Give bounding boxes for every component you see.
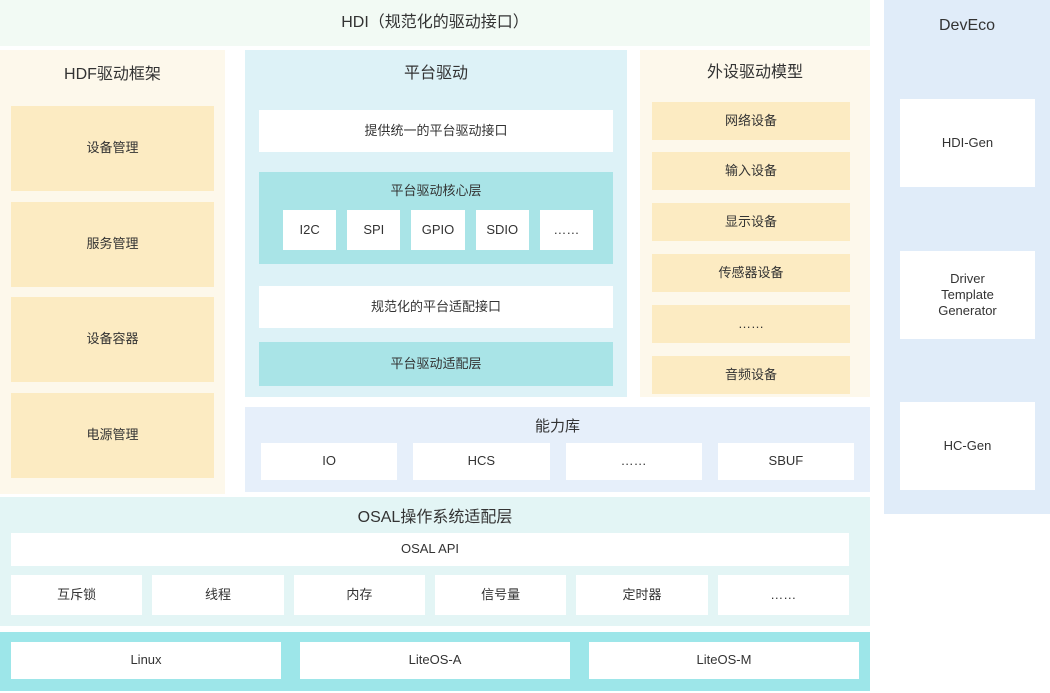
- capability-library-row: IO HCS …… SBUF: [261, 443, 854, 480]
- osal-item-mutex[interactable]: 互斥锁: [11, 575, 143, 615]
- platform-adaptation-interface[interactable]: 规范化的平台适配接口: [259, 286, 613, 328]
- operating-system-row: Linux LiteOS-A LiteOS-M: [11, 642, 859, 679]
- hdf-item-service-management[interactable]: 服务管理: [11, 202, 214, 287]
- hdf-architecture-main: HDI（规范化的驱动接口） HDF驱动框架 设备管理 服务管理 设备容器 电源管…: [0, 0, 870, 691]
- platform-core-layer-title: 平台驱动核心层: [390, 182, 482, 198]
- hdf-framework-column: HDF驱动框架 设备管理 服务管理 设备容器 电源管理: [0, 50, 225, 494]
- hdi-band: HDI（规范化的驱动接口）: [0, 0, 870, 46]
- osal-title: OSAL操作系统适配层: [357, 509, 513, 526]
- peripheral-item-audio-device[interactable]: 音频设备: [652, 356, 850, 394]
- os-item-linux[interactable]: Linux: [11, 642, 281, 679]
- deveco-item-hdi-gen[interactable]: HDI-Gen: [900, 99, 1035, 187]
- peripheral-item-input-device[interactable]: 输入设备: [652, 152, 850, 190]
- columns-row: HDF驱动框架 设备管理 服务管理 设备容器 电源管理 平台驱动 提供统一的平台…: [0, 50, 870, 494]
- platform-chip-spi[interactable]: SPI: [347, 210, 401, 250]
- os-item-liteos-m[interactable]: LiteOS-M: [589, 642, 859, 679]
- peripheral-item-more[interactable]: ……: [652, 305, 850, 343]
- deveco-item-label: HC-Gen: [943, 437, 992, 453]
- peripheral-item-display-device[interactable]: 显示设备: [652, 203, 850, 241]
- platform-driver-title: 平台驱动: [403, 65, 468, 82]
- platform-driver-column: 平台驱动 提供统一的平台驱动接口 平台驱动核心层 I2C SPI GPIO SD…: [245, 50, 627, 397]
- osal-item-timer[interactable]: 定时器: [576, 575, 708, 615]
- capability-library-title: 能力库: [534, 417, 580, 435]
- platform-chip-sdio[interactable]: SDIO: [475, 210, 529, 250]
- deveco-item-label: HDI-Gen: [941, 134, 994, 150]
- platform-core-layer: 平台驱动核心层 I2C SPI GPIO SDIO ……: [259, 172, 613, 264]
- hdf-item-power-management[interactable]: 电源管理: [11, 393, 214, 478]
- hdf-framework-title: HDF驱动框架: [64, 66, 161, 83]
- deveco-title: DevEco: [938, 17, 996, 34]
- osal-item-row: 互斥锁 线程 内存 信号量 定时器 ……: [11, 575, 849, 615]
- os-item-liteos-a[interactable]: LiteOS-A: [300, 642, 570, 679]
- platform-unified-interface[interactable]: 提供统一的平台驱动接口: [259, 110, 613, 152]
- platform-chip-more[interactable]: ……: [539, 210, 594, 250]
- peripheral-model-title: 外设驱动模型: [706, 64, 803, 81]
- peripheral-model-column: 外设驱动模型 网络设备 输入设备 显示设备 传感器设备 …… 音频设备: [640, 50, 870, 397]
- hdi-title: HDI（规范化的驱动接口）: [341, 14, 529, 31]
- hdf-item-device-management[interactable]: 设备管理: [11, 106, 214, 191]
- hdf-item-device-container[interactable]: 设备容器: [11, 297, 214, 382]
- capability-item-more[interactable]: ……: [565, 443, 702, 480]
- capability-item-hcs[interactable]: HCS: [413, 443, 550, 480]
- platform-core-chip-row: I2C SPI GPIO SDIO ……: [283, 210, 594, 250]
- peripheral-item-network-device[interactable]: 网络设备: [652, 102, 850, 140]
- osal-item-more[interactable]: ……: [717, 575, 849, 615]
- platform-chip-gpio[interactable]: GPIO: [411, 210, 465, 250]
- osal-api-box[interactable]: OSAL API: [11, 533, 849, 566]
- capability-library-panel: 能力库 IO HCS …… SBUF: [245, 407, 870, 492]
- osal-band: OSAL操作系统适配层 OSAL API 互斥锁 线程 内存 信号量 定时器 ……: [0, 497, 870, 626]
- deveco-item-hc-gen[interactable]: HC-Gen: [900, 402, 1035, 490]
- capability-item-io[interactable]: IO: [261, 443, 398, 480]
- deveco-item-driver-template-generator[interactable]: Driver Template Generator: [900, 251, 1035, 339]
- osal-item-thread[interactable]: 线程: [152, 575, 284, 615]
- osal-item-memory[interactable]: 内存: [293, 575, 425, 615]
- peripheral-item-sensor-device[interactable]: 传感器设备: [652, 254, 850, 292]
- capability-item-sbuf[interactable]: SBUF: [717, 443, 854, 480]
- osal-item-semaphore[interactable]: 信号量: [434, 575, 567, 615]
- platform-adaptation-layer[interactable]: 平台驱动适配层: [259, 342, 613, 386]
- deveco-item-label: Driver Template Generator: [938, 270, 997, 319]
- platform-chip-i2c[interactable]: I2C: [283, 210, 337, 250]
- operating-system-band: Linux LiteOS-A LiteOS-M: [0, 632, 870, 691]
- deveco-sidebar: DevEco HDI-Gen Driver Template Generator…: [884, 0, 1050, 514]
